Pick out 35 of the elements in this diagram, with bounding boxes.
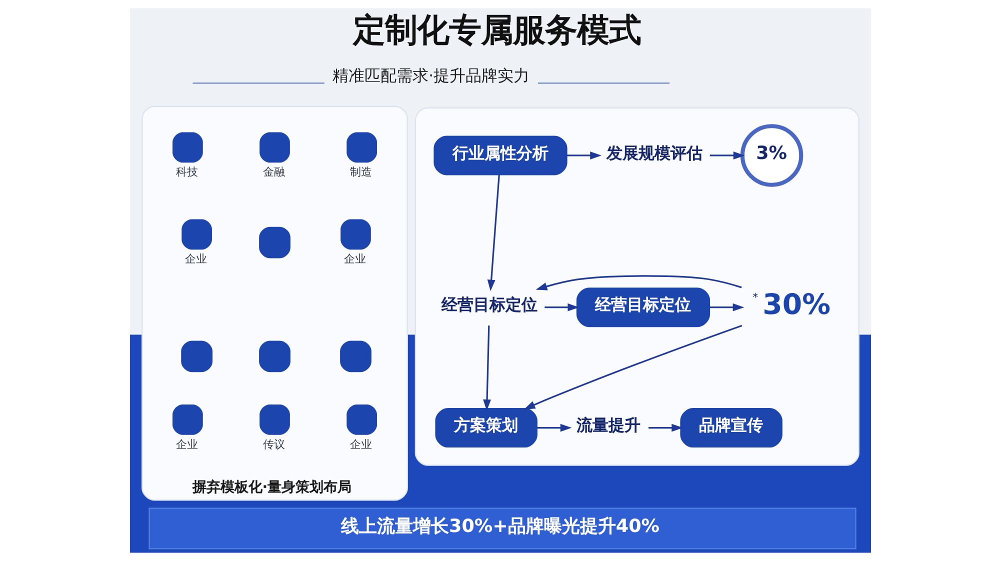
arrow: [648, 424, 682, 432]
label: 精准匹配需求·提升品牌实力: [332, 66, 530, 85]
node-label: 传议: [262, 438, 285, 451]
node-box: 品牌宣传: [680, 408, 782, 448]
node-box: [180, 340, 212, 372]
node-label: 企业: [344, 252, 366, 266]
node-box: 行业属性分析: [433, 136, 567, 176]
node-text: 30%: [762, 288, 830, 321]
arrow: [482, 326, 490, 411]
node-text: 发展规模评估: [606, 143, 702, 162]
node-label: 企业: [350, 438, 372, 451]
arrow: [544, 303, 579, 312]
arrow: [535, 275, 742, 290]
node-box: [340, 340, 371, 372]
arrow: [523, 324, 742, 410]
diagram-title: 定制化专属服务模式: [352, 11, 641, 50]
node-circle: 3%: [740, 124, 803, 187]
node-box: 方案策划: [434, 408, 537, 448]
arrow: [486, 174, 500, 292]
node-label: 科技: [176, 166, 198, 179]
node-box: [258, 226, 290, 258]
arrow: [709, 303, 744, 312]
node-label: 企业: [176, 438, 198, 451]
node-label: *: [752, 291, 758, 304]
node-text: 经营目标定位: [440, 295, 537, 314]
arrow: [709, 152, 744, 160]
node-label: 企业: [184, 252, 207, 266]
node-box: 经营目标定位: [576, 288, 710, 328]
node-box: 线上流量增长30%+品牌曝光提升40%: [148, 508, 856, 550]
arrow: [536, 424, 572, 432]
node-box: [258, 340, 290, 372]
node-text: 流量提升: [576, 416, 640, 435]
node-label: 制造: [350, 166, 372, 179]
node-label: 金融: [262, 166, 285, 179]
arrow: [566, 152, 601, 160]
